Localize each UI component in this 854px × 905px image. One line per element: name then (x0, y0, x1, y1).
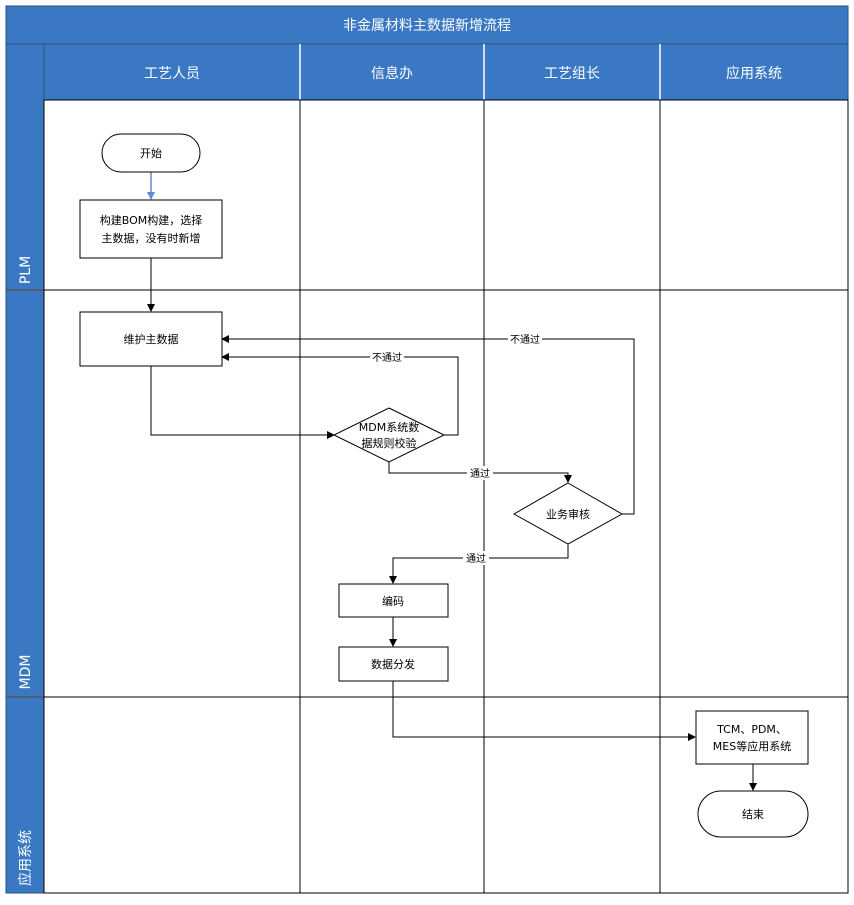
review-label: 业务审核 (546, 507, 590, 521)
column-header-bar (43, 43, 849, 101)
title-bar (5, 5, 849, 45)
edge-distribute-to-apps (392, 681, 696, 741)
edge-label-reject-check: 不通过 (372, 351, 402, 364)
apps-node-label-line1: TCM、PDM、 (716, 723, 787, 736)
maintain-node (79, 311, 223, 367)
row-header-mdm: MDM (18, 655, 34, 690)
edge-label-reject-review: 不通过 (510, 333, 540, 346)
edge-label-pass-check: 通过 (470, 467, 490, 480)
edge-label-bg (467, 466, 493, 480)
end-node-label: 结束 (742, 808, 764, 821)
row-header-app-system: 应用系统 (17, 830, 34, 886)
column-header-team-leader: 工艺组长 (544, 66, 600, 82)
distribute-node (338, 646, 449, 682)
mdm-check-label-line1: MDM系统数 (359, 421, 419, 434)
edge-review-reject (221, 335, 635, 515)
edge-label-bg (463, 551, 489, 565)
row-header-strip (5, 43, 45, 894)
build-bom-label-line1: 构建BOM构建，选择 (100, 213, 203, 227)
apps-node (695, 710, 809, 765)
edge-label-bg (508, 332, 542, 346)
encode-node (338, 583, 449, 618)
column-header-craftsman: 工艺人员 (144, 66, 200, 82)
distribute-node-label: 数据分发 (371, 657, 415, 671)
end-node (697, 790, 809, 838)
encode-node-label: 编码 (382, 594, 404, 608)
mdm-check-label-line2: 据规则校验 (362, 436, 417, 450)
row-header-plm: PLM (18, 256, 34, 284)
column-header-info-office: 信息办 (371, 65, 413, 82)
column-header-app-system: 应用系统 (726, 65, 782, 82)
edge-label-bg (370, 350, 404, 364)
review-decision (512, 482, 624, 545)
build-bom-label-line2: 主数据，没有时新增 (102, 231, 201, 245)
start-node-label: 开始 (140, 146, 162, 160)
edge-label-pass-review: 通过 (466, 552, 486, 565)
build-bom-node (79, 199, 223, 259)
maintain-node-label: 维护主数据 (124, 332, 179, 346)
edge-maintain-to-check (150, 366, 335, 439)
apps-node-label-line2: MES等应用系统 (713, 739, 791, 753)
edge-check-reject (221, 353, 459, 436)
diagram-title: 非金属材料主数据新增流程 (343, 18, 511, 34)
start-node (101, 133, 201, 173)
mdm-check-decision (332, 407, 446, 463)
